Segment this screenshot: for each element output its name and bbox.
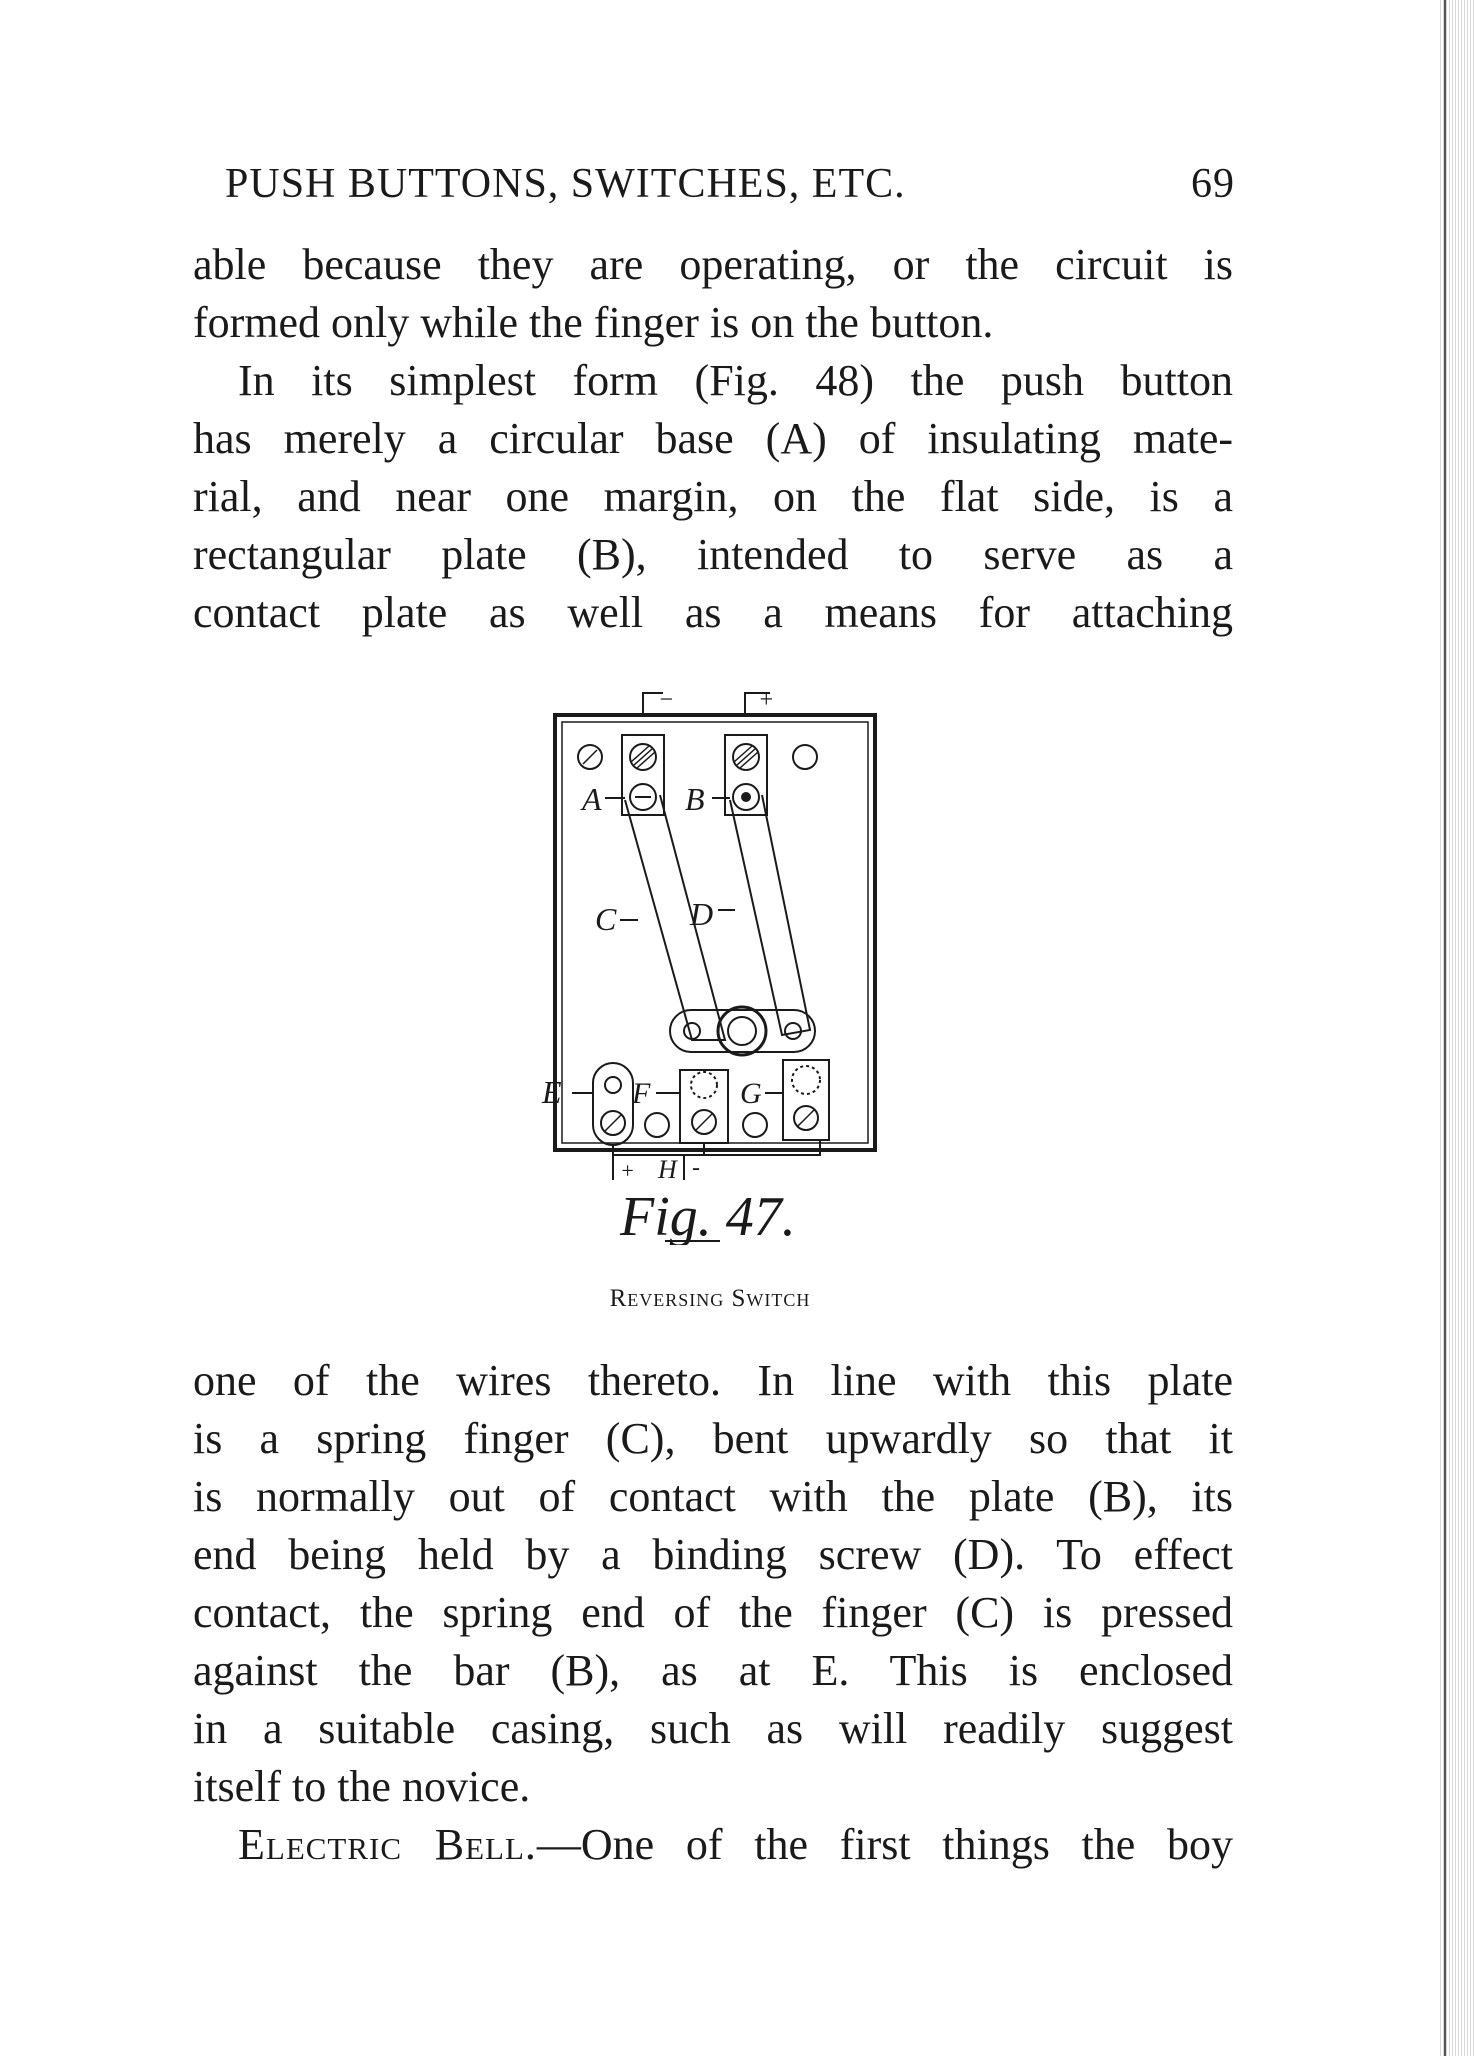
wire-plus-top xyxy=(744,692,770,715)
paragraph-bottom: one of the wires thereto. In line with t… xyxy=(193,1352,1233,1874)
label-c: C xyxy=(595,901,617,937)
figure-number: Fig. 47. xyxy=(619,1186,796,1245)
terminal-plate-a xyxy=(621,734,665,816)
screw-b-top xyxy=(732,743,760,771)
section-heading-rest: —One of the first things the boy xyxy=(536,1820,1233,1869)
blade-d xyxy=(729,794,812,1037)
blade-c xyxy=(624,794,727,1041)
running-head: PUSH BUTTONS, SWITCHES, ETC. 69 xyxy=(225,160,1235,230)
label-e: E xyxy=(541,1074,562,1110)
text-line: rectangular plate (B), intended to serve… xyxy=(193,530,1233,579)
pivot-a xyxy=(629,783,657,811)
label-f: F xyxy=(631,1077,651,1110)
reversing-switch-figure: − + A B C D E F G + H - Fig. 47. xyxy=(480,685,920,1245)
label-plus-bottom: + xyxy=(620,1158,635,1183)
text-line: able because they are operating, or the … xyxy=(193,240,1233,289)
text-line: itself to the novice. xyxy=(193,1762,531,1811)
label-a: A xyxy=(580,781,602,817)
terminal-e xyxy=(592,1062,634,1146)
text-line: in a suitable casing, such as will readi… xyxy=(193,1704,1233,1753)
page-number: 69 xyxy=(1191,161,1235,207)
label-plus-top: + xyxy=(758,687,774,713)
text-line: rial, and near one margin, on the flat s… xyxy=(193,472,1233,521)
text-line: has merely a circular base (A) of insula… xyxy=(193,414,1233,463)
label-b: B xyxy=(685,781,705,817)
switch-base xyxy=(553,713,877,1152)
text-line: against the bar (B), as at E. This is en… xyxy=(193,1646,1233,1695)
mounting-hole xyxy=(644,1112,670,1138)
mounting-hole xyxy=(792,744,818,770)
text-line-heading: Electric Bell.—One of the first things t… xyxy=(193,1816,1233,1874)
text-line: end being held by a binding screw (D). T… xyxy=(193,1530,1233,1579)
label-g: G xyxy=(740,1077,762,1110)
terminal-plate-b xyxy=(724,734,768,816)
label-minus-bottom: - xyxy=(692,1155,700,1181)
figure-caption: Reversing Switch xyxy=(450,1285,970,1313)
switch-knob xyxy=(716,1005,768,1057)
terminal-f xyxy=(679,1069,729,1144)
crossbar xyxy=(669,1009,816,1053)
text-line: is a spring finger (C), bent upwardly so… xyxy=(193,1414,1233,1463)
text-line: one of the wires thereto. In line with t… xyxy=(193,1356,1233,1405)
screw-a-top xyxy=(629,743,657,771)
mounting-hole xyxy=(742,1112,768,1138)
mounting-hole xyxy=(577,744,603,770)
pivot-b xyxy=(732,783,760,811)
label-d: D xyxy=(689,896,713,932)
section-heading: Electric Bell. xyxy=(238,1820,537,1869)
terminal-g xyxy=(782,1059,830,1141)
text-line: formed only while the finger is on the b… xyxy=(193,298,994,347)
label-h: H xyxy=(657,1155,678,1184)
wire-minus-top xyxy=(642,692,663,715)
figure-caption-text: Reversing Switch xyxy=(609,1285,811,1312)
paragraph-top: able because they are operating, or the … xyxy=(193,236,1233,642)
book-edge xyxy=(1440,0,1475,2056)
label-minus-top: − xyxy=(658,687,674,713)
running-head-title: PUSH BUTTONS, SWITCHES, ETC. xyxy=(225,161,906,207)
text-line: contact plate as well as a means for att… xyxy=(193,588,1233,637)
text-line: is normally out of contact with the plat… xyxy=(193,1472,1233,1521)
reversing-switch-diagram: − + A B C D E F G + H - Fig. 47. xyxy=(541,687,877,1245)
text-line: contact, the spring end of the finger (C… xyxy=(193,1588,1233,1637)
text-line: In its simplest form (Fig. 48) the push … xyxy=(238,356,1233,405)
